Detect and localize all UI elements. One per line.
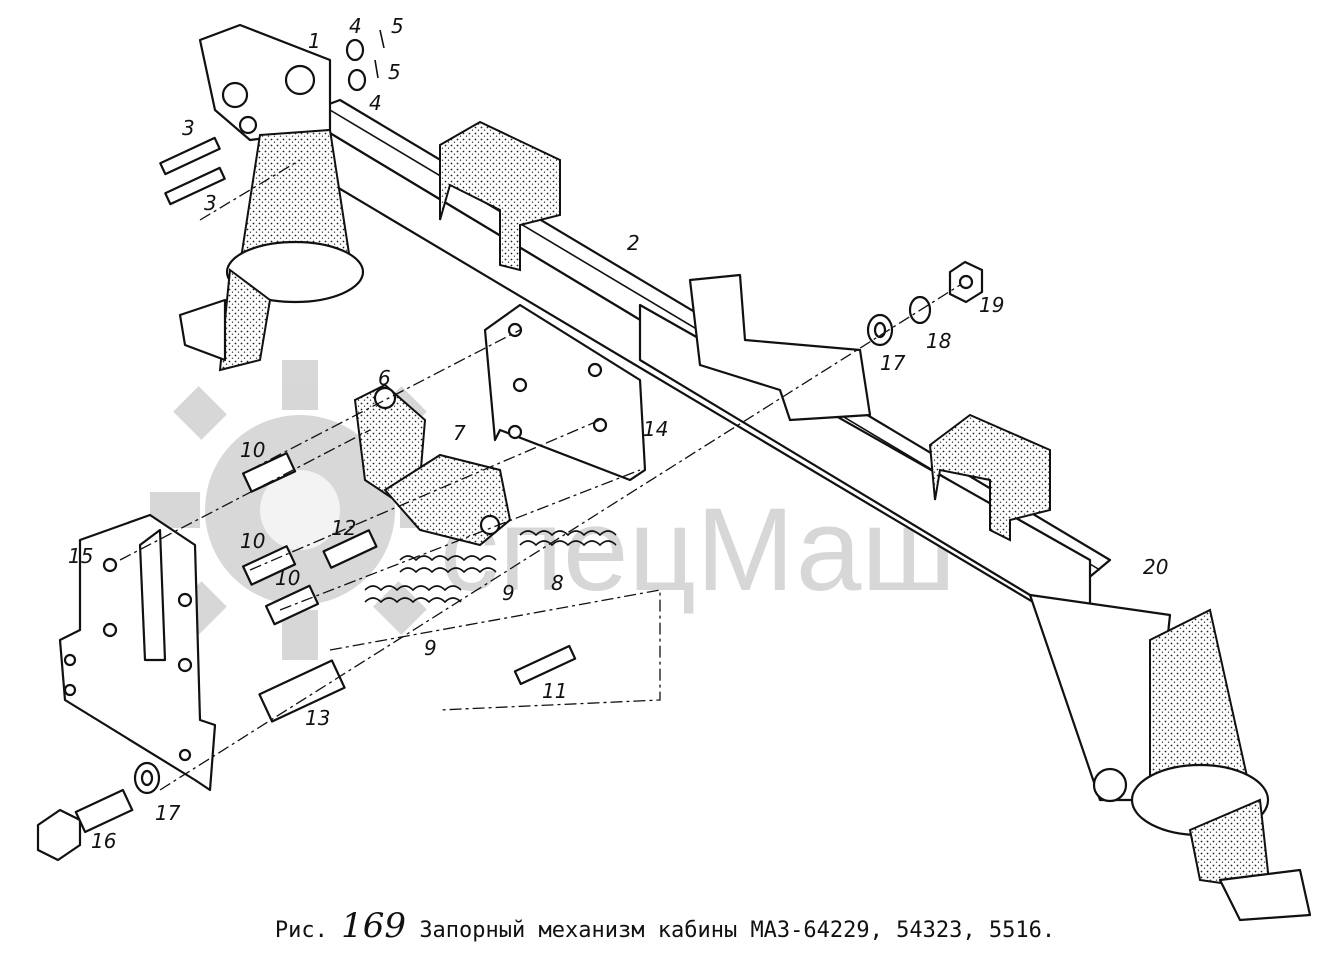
callout-20: 20: [1143, 555, 1168, 579]
part-9-spring-lower: [364, 585, 462, 604]
callout-14: 14: [643, 417, 668, 441]
callout-7: 7: [453, 421, 466, 445]
callout-10a: 10: [240, 438, 265, 462]
callout-6: 6: [378, 366, 391, 390]
callout-16: 16: [91, 829, 116, 853]
beam-plate-bracket: [688, 273, 872, 422]
callout-3a: 3: [182, 116, 195, 140]
part-8-spring: [519, 530, 617, 547]
callout-2: 2: [627, 231, 640, 255]
callout-4a: 4: [349, 14, 362, 38]
part-9-spring-upper: [399, 555, 497, 574]
callout-5b: 5: [388, 60, 401, 84]
part-10-pin-a: [242, 452, 297, 493]
callout-12: 12: [331, 516, 356, 540]
beam-hanger-left: [439, 120, 561, 272]
caption-prefix: Рис.: [274, 918, 328, 943]
part-14-mounting-plate: [483, 303, 647, 482]
caption-text: Запорный механизм кабины МАЗ-64229, 5432…: [419, 918, 1056, 943]
caption-figure-number: 169: [341, 906, 407, 946]
part-4-5-washers-cotter: [345, 29, 385, 92]
callout-1: 1: [308, 29, 321, 53]
callout-10b: 10: [240, 529, 265, 553]
callout-17b: 17: [880, 351, 906, 375]
part-13-sleeve: [258, 659, 346, 723]
right-mount-pillar: [1092, 608, 1312, 922]
figure-caption: Рис. 169 Запорный механизм кабины МАЗ-64…: [0, 906, 1330, 946]
callout-18: 18: [926, 329, 951, 353]
part-17-washer-upper: [866, 313, 894, 347]
callout-15: 15: [68, 544, 93, 568]
callout-11: 11: [542, 679, 567, 703]
callout-10c: 10: [275, 566, 300, 590]
part-3-pins: [159, 136, 226, 206]
left-mount-bracket: [178, 23, 365, 372]
part-11-pin: [513, 644, 577, 686]
part-10-pin-c: [264, 584, 320, 626]
assembly-axis-lines: [119, 159, 961, 791]
part-19-nut: [948, 260, 984, 304]
callout-17a: 17: [155, 801, 181, 825]
beam-hanger-right: [928, 413, 1051, 542]
callout-13: 13: [305, 706, 330, 730]
callout-4b: 4: [369, 91, 382, 115]
part-7-latch: [383, 453, 512, 547]
callout-9a: 9: [502, 581, 515, 605]
callout-8: 8: [551, 571, 564, 595]
part-12-bushing: [322, 529, 378, 569]
part-16-bolt: [36, 788, 134, 862]
callout-3b: 3: [204, 191, 217, 215]
part-17-washer-lower: [133, 761, 161, 795]
callout-19: 19: [979, 293, 1004, 317]
callout-5a: 5: [391, 14, 404, 38]
callout-labels: 1 2 3 3 4 4 5 5 6 7 8 9 9 10 10 10 11 12…: [68, 14, 1168, 853]
part-10-pin-b: [242, 545, 297, 586]
callout-9b: 9: [424, 636, 437, 660]
part-15-side-plate: [58, 513, 217, 792]
